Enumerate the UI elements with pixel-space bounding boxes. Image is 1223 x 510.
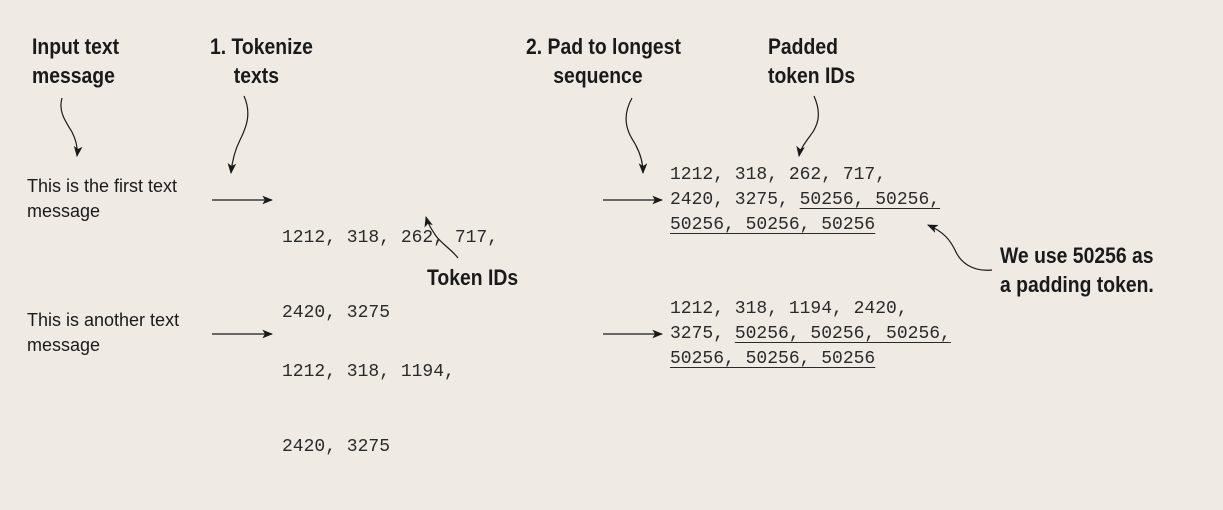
- padding-tokens: 50256, 50256, 50256: [670, 215, 876, 235]
- padded-line: 50256, 50256, 50256: [670, 347, 951, 372]
- padding-tokens: 50256, 50256, 50256,: [734, 324, 951, 344]
- padding-token-note: We use 50256 as a padding token.: [1000, 243, 1154, 297]
- message-2-text: This is another text message: [27, 310, 180, 355]
- padded-line: 3275, 50256, 50256, 50256,: [670, 322, 951, 347]
- token-ids: 2420, 3275,: [670, 190, 800, 210]
- message-2-padded-ids: 1212, 318, 1194, 2420, 3275, 50256, 50256…: [670, 297, 951, 372]
- curved-arrow-padding-note: [927, 224, 993, 271]
- diagram-canvas: Input text message 1. Tokenize texts 2. …: [27, 34, 1154, 457]
- padding-tokens: 50256, 50256, 50256: [670, 349, 876, 369]
- token-ids-label: Token IDs: [427, 265, 519, 290]
- pad-step-label: 2. Pad to longest sequence: [526, 34, 681, 88]
- padded-line: 1212, 318, 1194, 2420,: [670, 297, 951, 322]
- tokenize-step-label: 1. Tokenize texts: [210, 34, 313, 88]
- token-ids: 1212, 318, 1194, 2420,: [670, 299, 908, 319]
- padded-line: 50256, 50256, 50256: [670, 213, 940, 238]
- input-text-label: Input text message: [32, 34, 120, 88]
- token-ids: 3275,: [670, 324, 735, 344]
- padding-tokens: 50256, 50256,: [799, 190, 941, 210]
- curved-arrow-tokenize: [227, 95, 249, 175]
- curved-arrow-pad: [625, 97, 648, 175]
- message-1-token-ids: 1212, 318, 262, 717, 2420, 3275: [282, 228, 499, 323]
- padded-token-ids-label: Padded token IDs: [768, 34, 856, 88]
- curved-arrow-input-text: [60, 97, 83, 158]
- message-1-padded-ids: 1212, 318, 262, 717, 2420, 3275, 50256, 5…: [670, 163, 940, 238]
- curved-arrow-token-ids: [424, 215, 459, 259]
- padded-line: 2420, 3275, 50256, 50256,: [670, 188, 940, 213]
- curved-arrow-padded-ids: [796, 95, 819, 158]
- arrows-layer: [60, 95, 993, 339]
- padded-line: 1212, 318, 262, 717,: [670, 163, 940, 188]
- message-1-text: This is the first text message: [27, 176, 178, 221]
- token-ids: 1212, 318, 262, 717,: [670, 165, 887, 185]
